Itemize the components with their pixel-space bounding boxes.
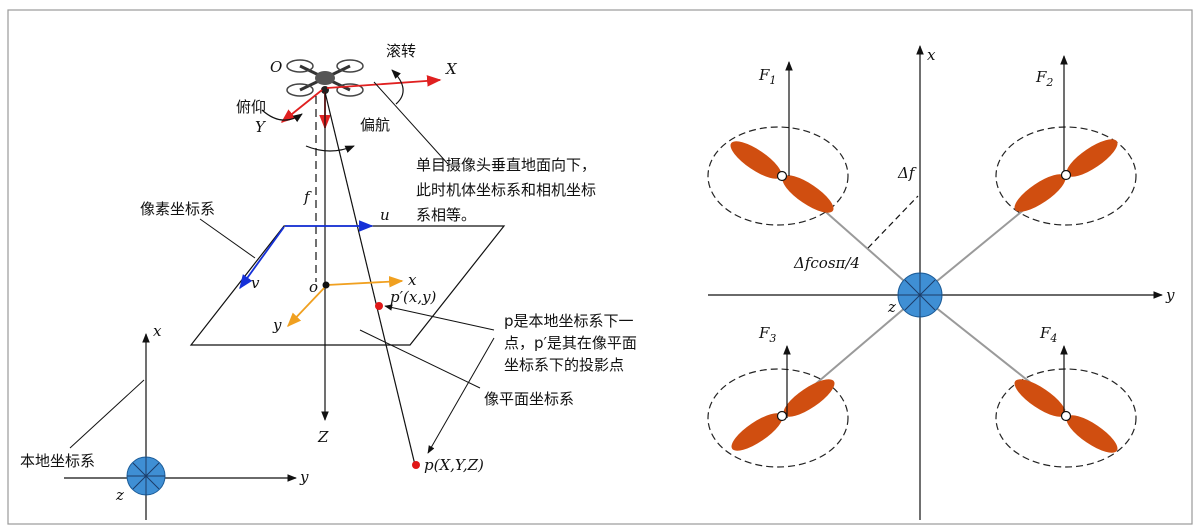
drone-y-axis — [280, 89, 323, 123]
camera-note-leader — [373, 81, 449, 165]
pixel-frame-leader — [199, 218, 256, 259]
camera-note-line-1: 单目摄像头垂直地面向下， — [416, 156, 596, 174]
roll-arc — [391, 69, 404, 105]
local-x-label: x — [153, 322, 162, 340]
image-x-label: x — [408, 271, 417, 289]
yaw-arc — [305, 145, 355, 153]
image-x-axis — [326, 275, 404, 288]
force-3-label: F3 — [758, 324, 776, 345]
image-origin-label: o — [309, 278, 318, 296]
force-1-label: F1 — [758, 66, 776, 87]
axis-X-label: X — [445, 60, 458, 78]
axis-Z-label: Z — [317, 428, 329, 446]
camera-note-line-3: 系相等。 — [416, 206, 476, 224]
local-frame-leader — [69, 379, 145, 449]
point-note-line-1: p是本地坐标系下一 — [504, 312, 634, 330]
drone-origin-label: O — [270, 58, 282, 76]
delta-f-label: Δf — [897, 164, 917, 182]
quad-y-label: y — [1165, 286, 1175, 304]
point-note-leader-2 — [427, 337, 495, 454]
projected-point-label: p′(x,y) — [390, 288, 437, 306]
delta-f-cos-label: Δfcosπ/4 — [793, 254, 860, 272]
yaw-label: 偏航 — [360, 116, 390, 134]
pitch-label: 俯仰 — [236, 98, 266, 116]
camera-note-line-2: 此时机体坐标系和相机坐标 — [416, 181, 596, 199]
local-y-label: y — [299, 468, 309, 486]
pitch-arc — [261, 109, 303, 123]
rotor-4 — [995, 345, 1137, 468]
roll-label: 滚转 — [386, 42, 416, 60]
quad-x-label: x — [927, 46, 936, 64]
focal-label: f — [303, 188, 312, 206]
image-plane — [189, 225, 506, 346]
projection-ray — [324, 91, 416, 466]
image-y-axis — [287, 285, 327, 328]
force-2-label: F2 — [1035, 68, 1053, 89]
drone-icon — [286, 59, 364, 97]
outer-frame — [7, 9, 1193, 525]
pixel-u-label: u — [380, 206, 390, 224]
local-frame-label: 本地坐标系 — [20, 452, 95, 470]
point-note-leader-1 — [384, 304, 495, 331]
image-plane-label: 像平面坐标系 — [484, 390, 574, 408]
rotor-2 — [995, 55, 1137, 226]
center-hub — [897, 272, 943, 318]
local-z-label: z — [115, 486, 124, 504]
pixel-frame-label: 像素坐标系 — [140, 200, 215, 218]
camera-projection-diagram: O X Y 滚转 俯仰 偏航 f 单目摄像头垂直地面向下， 此时机体坐标系和相机… — [20, 42, 637, 520]
rotor-3 — [707, 345, 849, 468]
image-plane-leader — [359, 329, 481, 389]
force-4-label: F4 — [1039, 324, 1057, 345]
image-y-label: y — [272, 316, 282, 334]
point-note-line-2: 点，p′是其在像平面 — [504, 334, 637, 352]
world-point-label: p(X,Y,Z) — [424, 456, 484, 474]
image-origin-dot — [322, 281, 330, 289]
axis-Y-label: Y — [255, 118, 267, 136]
world-point — [412, 461, 420, 469]
rotor-1 — [707, 61, 849, 226]
pixel-v-label: v — [251, 274, 260, 292]
projected-point — [375, 302, 383, 310]
pixel-v-axis — [239, 226, 285, 290]
point-note-line-3: 坐标系下的投影点 — [504, 356, 624, 374]
delta-f-dashed — [867, 195, 919, 249]
quadrotor-diagram: x y z F1 F2 F3 F4 Δf Δfcosπ/4 — [707, 45, 1175, 520]
drone-x-axis — [326, 75, 442, 89]
quad-z-label: z — [887, 298, 896, 316]
